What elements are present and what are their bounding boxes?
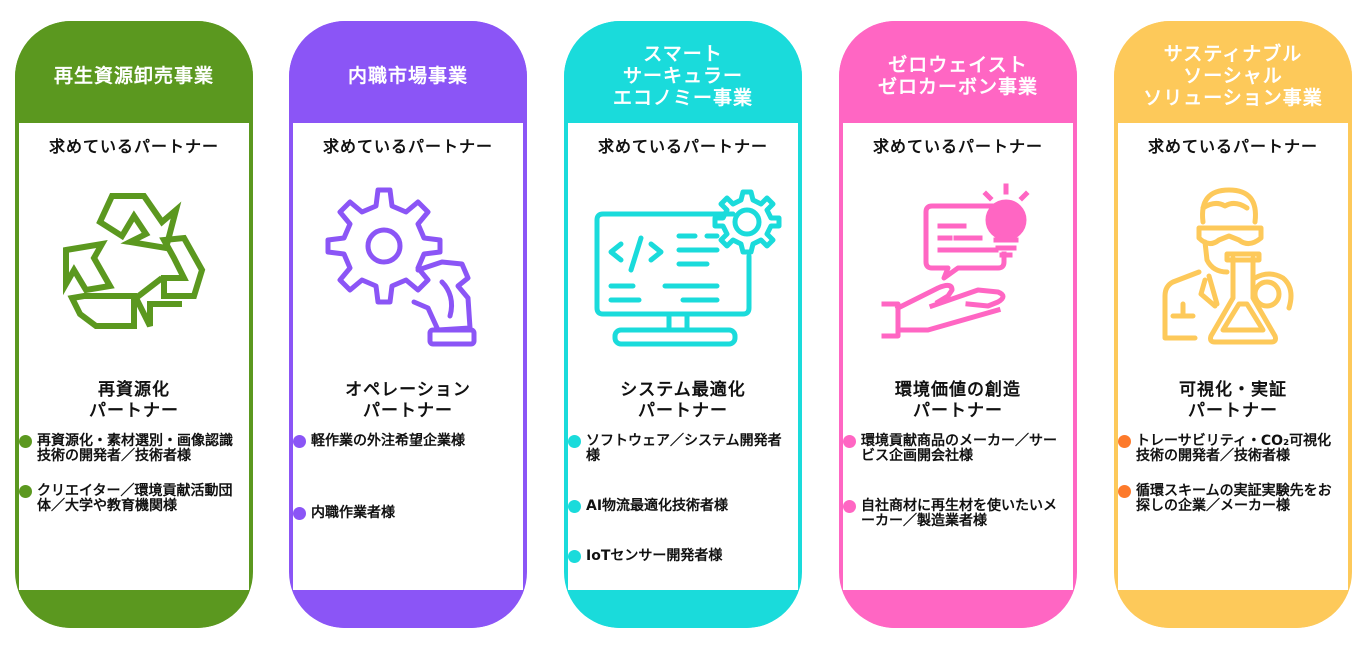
sought-partner-label: 求めているパートナー [872,137,1043,156]
card-footer [839,590,1077,628]
recycle-icon [63,193,206,329]
card-footer [1114,590,1352,628]
target-list: 再資源化・素材選別・画像認識技術の開発者／技術者様 クリエイター／環境貢献活動団… [19,434,249,514]
scientist-flask-icon [1162,187,1294,345]
target-item: 環境貢献商品のメーカー／サービス企画開会社様 [843,434,1073,464]
target-item: 循環スキームの実証実験先をお探しの企業／メーカー様 [1118,484,1348,514]
card-body: 求めているパートナー 可視化・実証 パートナー トレーサビリティ・CO [1118,123,1348,590]
card-body: 求めているパートナー システム最適化 パートナー ソフトウェア／システム開発者様… [568,123,798,590]
target-list: 環境貢献商品のメーカー／サービス企画開会社様 自社商材に再生材を使いたいメーカー… [843,434,1073,529]
partner-title: 可視化・実証 パートナー [1179,380,1287,421]
card-body: 求めているパートナー 環境価値の創造 パートナー 環境貢献商品のメーカー／サービ… [843,123,1073,590]
target-item: クリエイター／環境貢献活動団体／大学や教育機関様 [19,484,249,514]
target-item: IoTセンサー開発者様 [568,549,798,564]
business-title: ゼロウェイスト ゼロカーボン事業 [839,21,1077,123]
bullet-icon [293,507,306,520]
card-body: 求めているパートナー 再資源化 パートナー 再資源化・素材選別・画像認識技術の開… [19,123,249,590]
sought-partner-label: 求めているパートナー [322,137,493,156]
target-item: トレーサビリティ・CO₂可視化技術の開発者／技術者様 [1118,434,1348,464]
business-card-zero-waste-zero-carbon: ゼロウェイスト ゼロカーボン事業 求めているパートナー 環境価値の創造 パートナ… [839,21,1077,628]
sought-partner-label: 求めているパートナー [48,137,219,156]
target-list: 軽作業の外注希望企業様 内職作業者様 [293,434,523,521]
bullet-icon [1118,435,1131,448]
business-title: 内職市場事業 [289,21,527,123]
business-card-piecework-market: 内職市場事業 求めているパートナー オペレーション パートナー 軽作業の外注希望… [289,21,527,628]
puzzle-gear-hand-icon [325,187,477,347]
target-item: 再資源化・素材選別・画像認識技術の開発者／技術者様 [19,434,249,464]
partner-title: 環境価値の創造 パートナー [895,380,1021,421]
business-title: 再生資源卸売事業 [15,21,253,123]
business-card-recycled-resources: 再生資源卸売事業 求めているパートナー 再資源化 パートナー 再資源化・素材選別… [15,21,253,628]
card-footer [564,590,802,628]
card-footer [15,590,253,628]
target-item: 軽作業の外注希望企業様 [293,434,523,449]
bullet-icon [568,500,581,513]
bullet-icon [19,485,32,498]
target-item: AI物流最適化技術者様 [568,499,798,514]
target-item: 自社商材に再生材を使いたいメーカー／製造業者様 [843,499,1073,529]
monitor-code-gear-icon [594,189,782,347]
bullet-icon [568,550,581,563]
business-card-sustainable-social-solution: サスティナブル ソーシャル ソリューション事業 求めているパートナー 可視化・実… [1114,21,1352,628]
target-list: トレーサビリティ・CO₂可視化技術の開発者／技術者様 循環スキームの実証実験先を… [1118,434,1348,514]
target-item: 内職作業者様 [293,506,523,521]
partner-title: オペレーション パートナー [345,380,471,421]
partner-title: 再資源化 パートナー [89,380,179,421]
target-item: ソフトウェア／システム開発者様 [568,434,798,464]
sought-partner-label: 求めているパートナー [1147,137,1318,156]
partner-title: システム最適化 パートナー [620,380,746,421]
target-list: ソフトウェア／システム開発者様 AI物流最適化技術者様 IoTセンサー開発者様 [568,434,798,564]
hand-lightbulb-idea-icon [881,183,1030,339]
bullet-icon [568,435,581,448]
bullet-icon [843,500,856,513]
bullet-icon [843,435,856,448]
business-title: サスティナブル ソーシャル ソリューション事業 [1114,21,1352,123]
card-body: 求めているパートナー オペレーション パートナー 軽作業の外注希望企業様 内職作… [293,123,523,590]
card-footer [289,590,527,628]
bullet-icon [293,435,306,448]
sought-partner-label: 求めているパートナー [597,137,768,156]
bullet-icon [19,435,32,448]
business-card-smart-circular-economy: スマート サーキュラー エコノミー事業 求めているパートナー システム最適化 パ… [564,21,802,628]
business-title: スマート サーキュラー エコノミー事業 [564,21,802,123]
bullet-icon [1118,485,1131,498]
